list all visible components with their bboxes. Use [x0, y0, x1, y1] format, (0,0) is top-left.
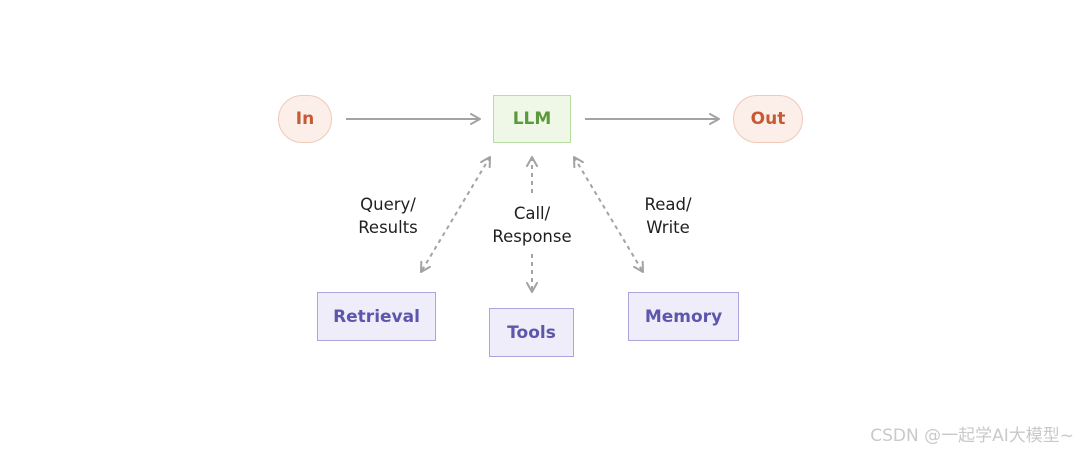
input-node: In [278, 95, 332, 143]
llm-node: LLM [493, 95, 571, 143]
memory-node: Memory [628, 292, 739, 341]
retrieval-edge-label-line-2: Results [358, 218, 418, 237]
watermark: CSDN @一起学AI大模型~ [870, 426, 1074, 446]
memory-edge-label: Read/ Write [628, 193, 708, 239]
retrieval-node: Retrieval [317, 292, 436, 341]
tools-edge-label-line-2: Response [492, 227, 572, 246]
tools-edge-label-line-1: Call/ [513, 204, 551, 223]
memory-edge-label-line-2: Write [646, 218, 690, 237]
tools-node: Tools [489, 308, 574, 357]
arrow-llm-retrieval [420, 156, 491, 273]
memory-edge-label-line-1: Read/ [644, 195, 692, 214]
tools-edge-label: Call/ Response [480, 202, 584, 248]
arrow-llm-memory [573, 156, 644, 273]
output-node: Out [733, 95, 803, 143]
retrieval-edge-label: Query/ Results [338, 193, 438, 239]
retrieval-edge-label-line-1: Query/ [360, 195, 416, 214]
